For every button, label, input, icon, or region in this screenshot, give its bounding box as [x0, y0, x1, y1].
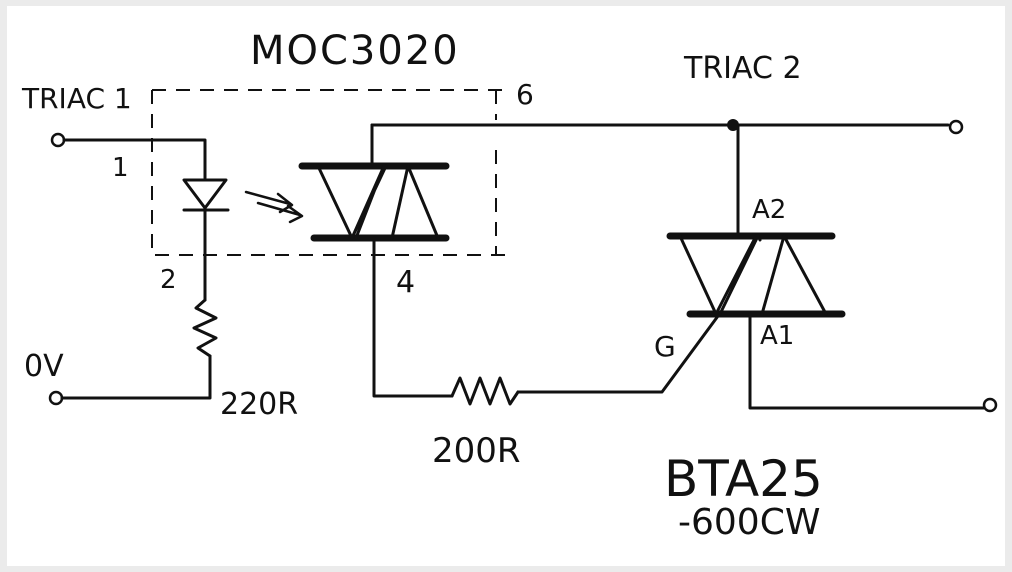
gate-resistor-label: 200R — [432, 431, 521, 471]
led-resistor-label: 220R — [220, 387, 298, 422]
pin4-label: 4 — [396, 265, 415, 300]
gate-label: G — [654, 330, 676, 363]
a1-label: A1 — [760, 321, 794, 351]
resistor-200r — [450, 376, 520, 406]
resistor-to-0v-wire — [60, 354, 212, 400]
triac1-label: TRIAC 1 — [21, 82, 132, 115]
part-number-label: BTA25 — [664, 450, 823, 508]
moc3020-package-outline — [151, 89, 512, 256]
light-arrow-1 — [244, 190, 294, 214]
led-symbol — [182, 178, 230, 212]
output-terminal-top — [948, 119, 964, 135]
triac1-terminal — [50, 132, 66, 148]
gate-wire — [516, 314, 720, 394]
junction-dot — [727, 119, 739, 131]
opto-triac-pin4-wire — [372, 236, 454, 398]
resistor-220r — [192, 298, 218, 358]
light-arrow-2 — [256, 201, 304, 224]
pin2-label: 2 — [160, 265, 177, 295]
input-wire-top — [62, 138, 207, 180]
power-triac-body — [678, 234, 828, 316]
triac2-label: TRIAC 2 — [683, 51, 802, 86]
zero-volt-terminal — [48, 390, 64, 406]
power-triac-a1-wire — [748, 312, 986, 410]
a2-label: A2 — [752, 195, 786, 225]
schematic-paper — [7, 6, 1005, 566]
opto-triac-body — [316, 164, 440, 240]
part-suffix-label: -600CW — [678, 502, 820, 543]
zero-volt-label: 0V — [24, 349, 64, 384]
pin6-label: 6 — [516, 78, 534, 111]
pin1-label: 1 — [112, 153, 129, 183]
ic-label: MOC3020 — [250, 28, 460, 74]
output-terminal-bottom — [982, 397, 998, 413]
